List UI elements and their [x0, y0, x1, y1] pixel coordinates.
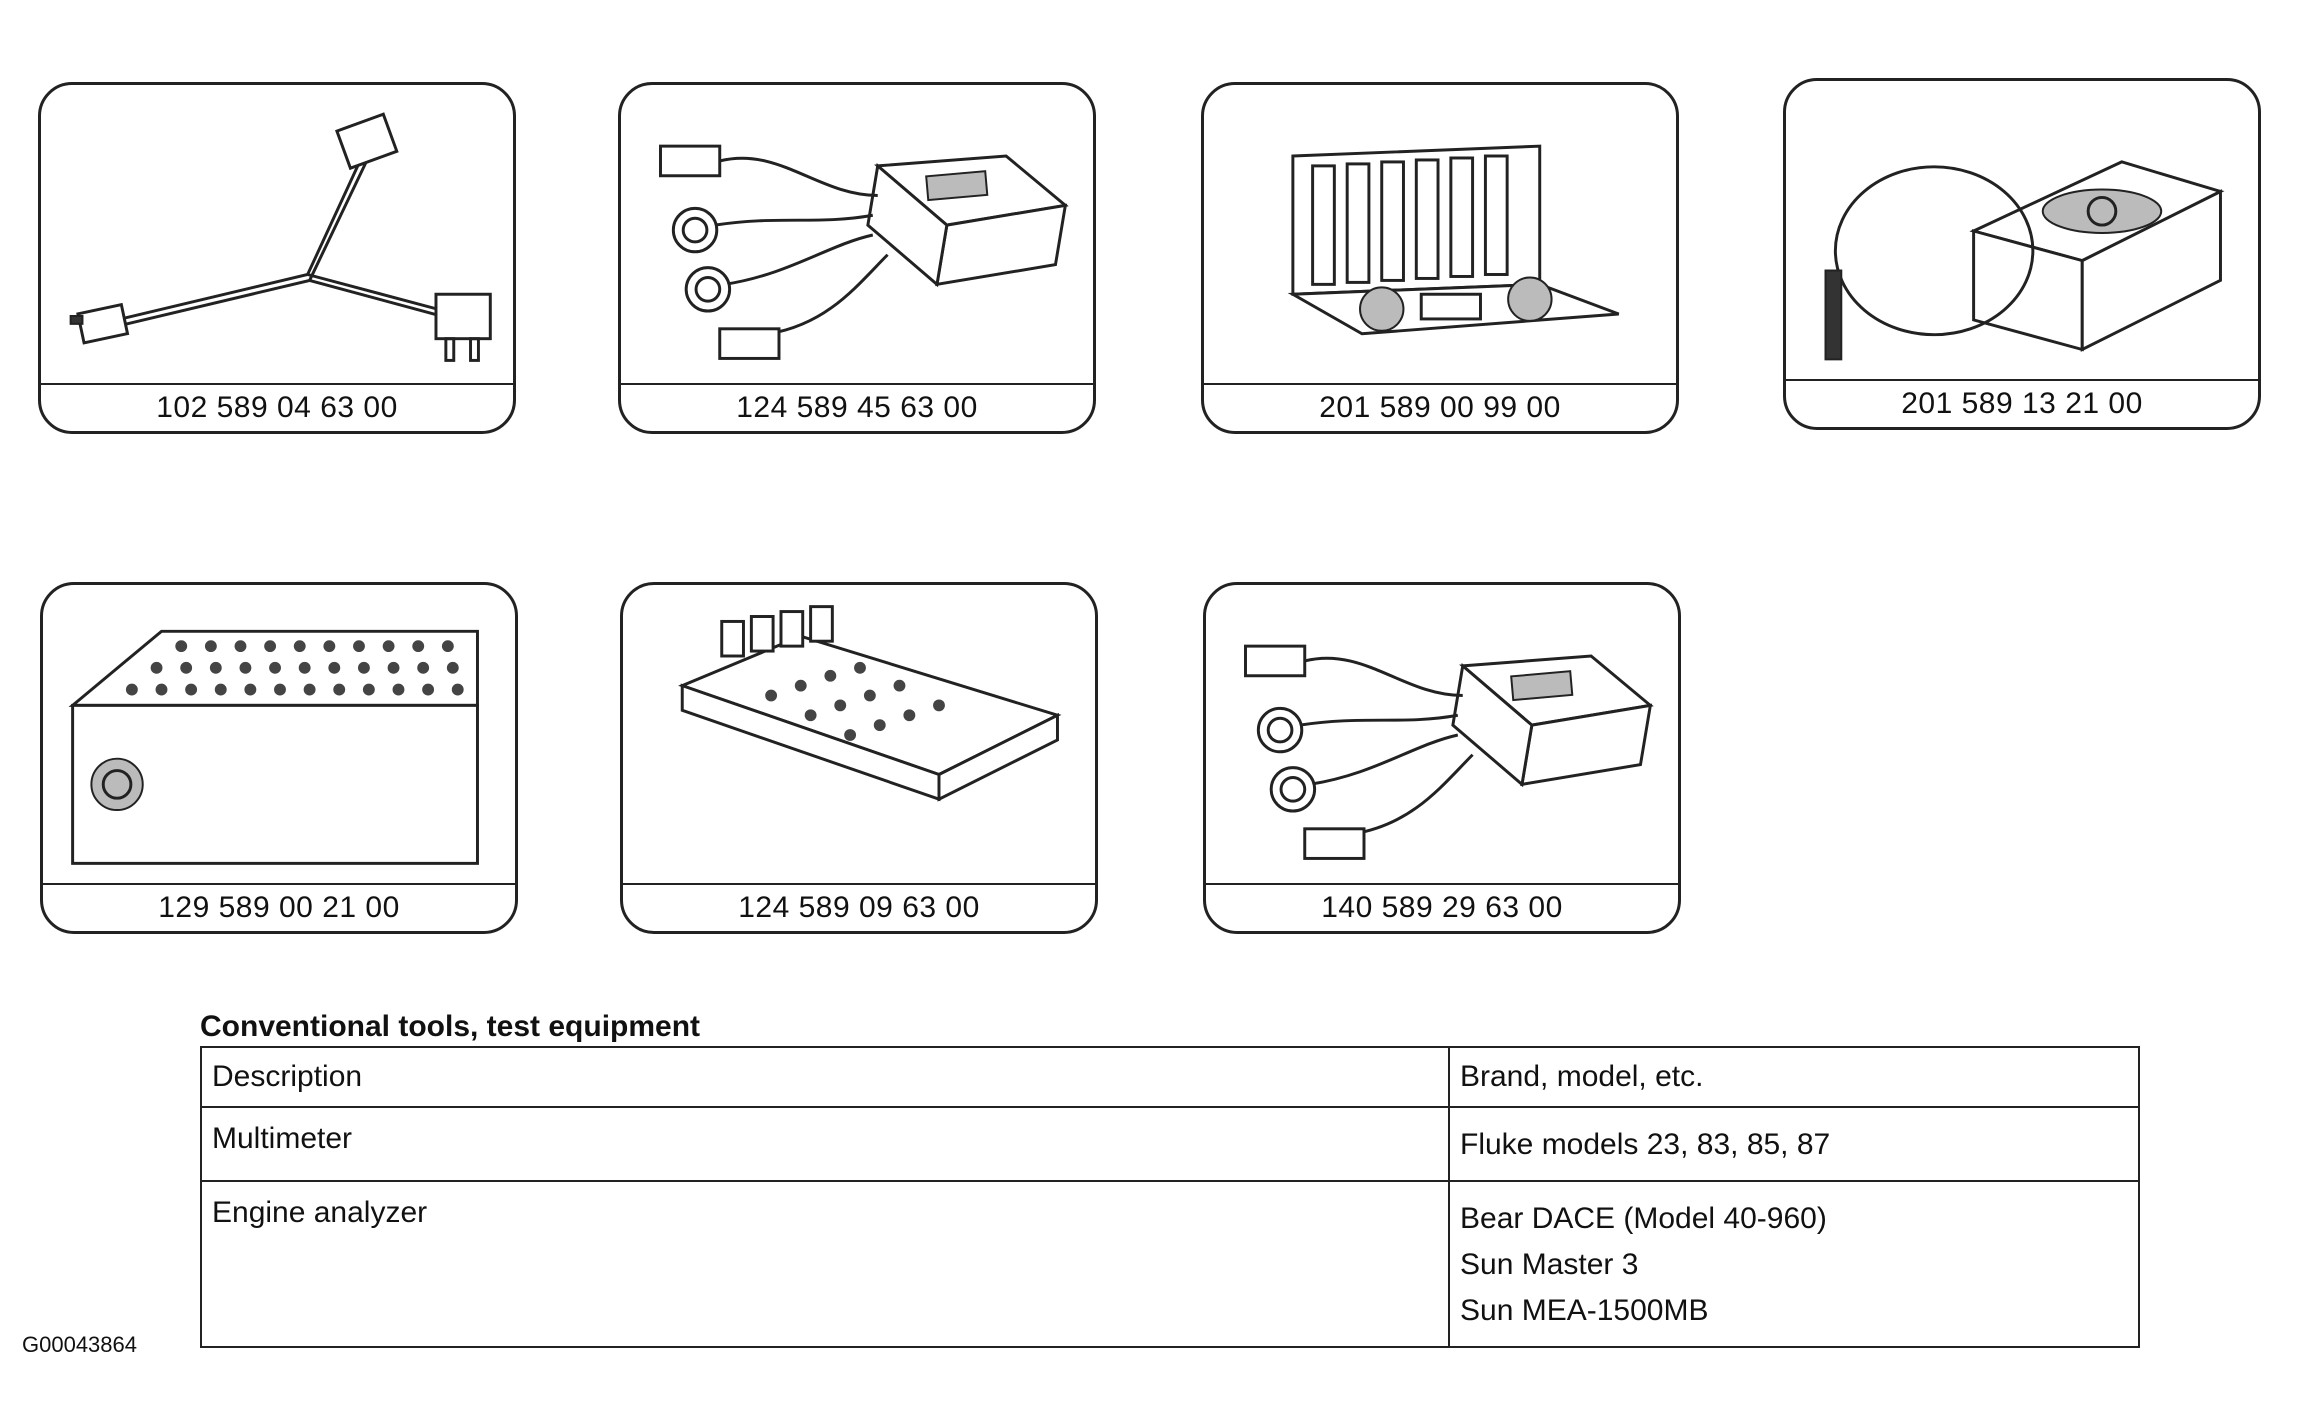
- description-cell: Multimeter: [200, 1106, 1450, 1182]
- equipment-table: Description Brand, model, etc. Multimete…: [200, 1046, 2140, 1348]
- part-number: 102 589 04 63 00: [41, 383, 513, 431]
- brand-line: Bear DACE (Model 40-960): [1460, 1202, 1827, 1235]
- description-cell: Engine analyzer: [200, 1180, 1450, 1348]
- test-cable-box-icon: [1206, 585, 1678, 885]
- part-number: 201 589 00 99 00: [1204, 383, 1676, 431]
- table-header-cell: Description: [200, 1046, 1450, 1108]
- part-number: 124 589 45 63 00: [621, 383, 1093, 431]
- socket-box-icon: [43, 585, 515, 885]
- table-header-cell: Brand, model, etc.: [1448, 1046, 2140, 1108]
- brand-cell: Bear DACE (Model 40-960) Sun Master 3 Su…: [1448, 1180, 2140, 1348]
- test-board-icon: [623, 585, 1095, 885]
- tool-card-4: 201 589 13 21 00: [1783, 78, 2261, 430]
- brand-line: Sun Master 3: [1460, 1248, 1639, 1281]
- part-number: 129 589 00 21 00: [43, 883, 515, 931]
- tool-case-icon: [1204, 85, 1676, 385]
- test-cable-box-icon: [621, 85, 1093, 385]
- table-row: Multimeter Fluke models 23, 83, 85, 87: [200, 1106, 2140, 1182]
- table-row: Engine analyzer Bear DACE (Model 40-960)…: [200, 1180, 2140, 1348]
- section-title: Conventional tools, test equipment: [200, 1010, 701, 1043]
- figure-id: G00043864: [22, 1332, 137, 1357]
- tool-card-3: 201 589 00 99 00: [1201, 82, 1679, 434]
- brand-line: Sun MEA-1500MB: [1460, 1294, 1709, 1327]
- temperature-probe-unit-icon: [1786, 81, 2258, 381]
- tool-card-6: 124 589 09 63 00: [620, 582, 1098, 934]
- y-cable-adapter-icon: [41, 85, 513, 385]
- part-number: 201 589 13 21 00: [1786, 379, 2258, 427]
- tool-card-2: 124 589 45 63 00: [618, 82, 1096, 434]
- part-number: 140 589 29 63 00: [1206, 883, 1678, 931]
- table-header-row: Description Brand, model, etc.: [200, 1046, 2140, 1108]
- tool-card-7: 140 589 29 63 00: [1203, 582, 1681, 934]
- brand-cell: Fluke models 23, 83, 85, 87: [1448, 1106, 2140, 1182]
- tool-card-5: 129 589 00 21 00: [40, 582, 518, 934]
- part-number: 124 589 09 63 00: [623, 883, 1095, 931]
- brand-line: Fluke models 23, 83, 85, 87: [1460, 1128, 1831, 1161]
- tool-card-1: 102 589 04 63 00: [38, 82, 516, 434]
